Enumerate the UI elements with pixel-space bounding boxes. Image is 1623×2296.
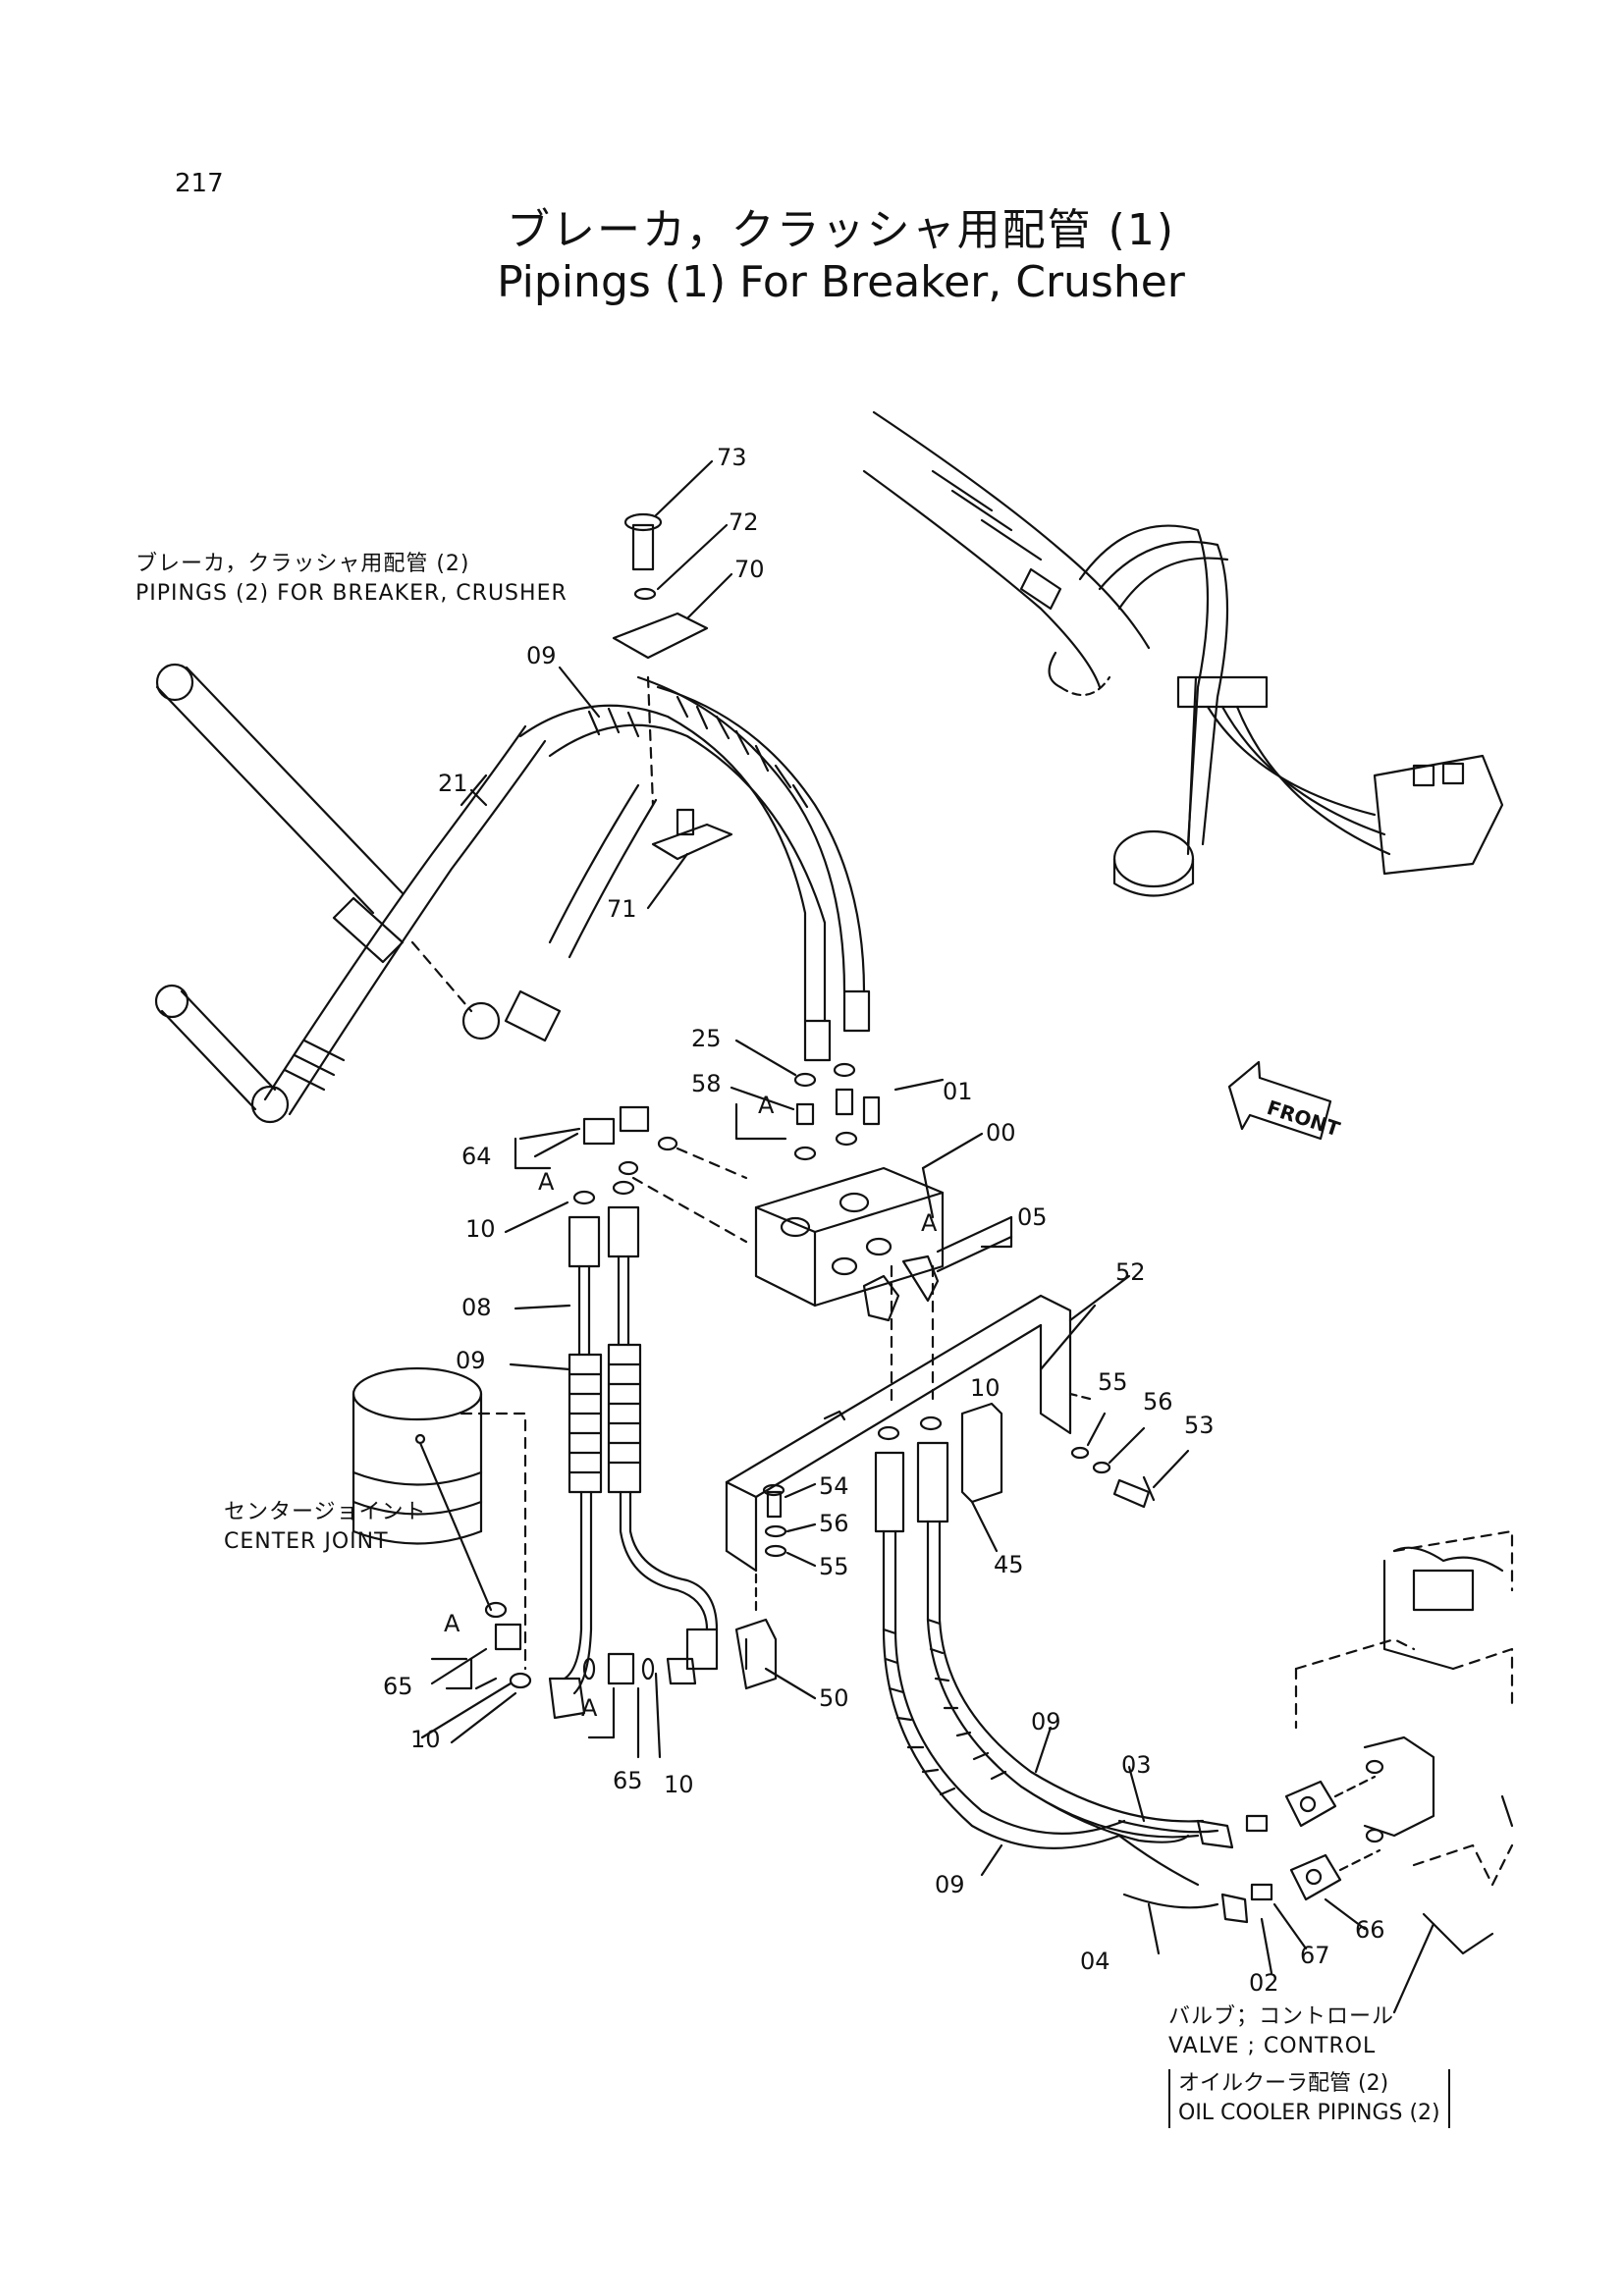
part-label-00: 00 <box>986 1119 1016 1147</box>
part-label-09-upper: 09 <box>526 642 557 669</box>
a-label-64: A <box>538 1168 555 1196</box>
part-label-55-left: 55 <box>819 1553 849 1580</box>
part-label-09-right: 09 <box>1031 1708 1061 1735</box>
ref-valve: バルブ；コントロール VALVE ; CONTROL <box>1168 2002 1394 2061</box>
part-label-71: 71 <box>607 895 637 923</box>
part-label-03: 03 <box>1121 1751 1152 1779</box>
part-label-09-bottom: 09 <box>935 1871 965 1898</box>
hose-08-09-left <box>548 1180 719 1720</box>
part-label-08: 08 <box>461 1294 492 1321</box>
part-label-64: 64 <box>461 1143 492 1170</box>
part-label-25: 25 <box>691 1025 722 1052</box>
hose-09-03-04-right <box>874 1264 1249 1955</box>
bracket-45 <box>960 1402 1003 1553</box>
fasteners-left <box>762 1482 817 1568</box>
page-number: 217 <box>175 169 224 198</box>
part-label-70: 70 <box>734 556 765 583</box>
part-label-66: 66 <box>1355 1916 1385 1944</box>
ref-oil-cooler-en: OIL COOLER PIPINGS (2) <box>1178 2101 1440 2125</box>
valve-block-00 <box>754 1166 945 1308</box>
part-label-73: 73 <box>717 444 747 471</box>
adapter-65-center <box>582 1652 697 1759</box>
fittings-64 <box>514 1105 748 1244</box>
leader-lines <box>420 459 984 1739</box>
flanges-66 <box>1245 1775 1381 1975</box>
part-label-05: 05 <box>1017 1203 1048 1231</box>
part-label-10-d: 10 <box>664 1771 694 1798</box>
left-arm-sketch <box>154 663 501 1124</box>
part-label-53: 53 <box>1184 1412 1215 1439</box>
part-label-72: 72 <box>729 508 759 536</box>
a-label-65-center: A <box>581 1694 598 1722</box>
hose-21 <box>263 724 547 1116</box>
bracket-52 <box>725 1274 1131 1573</box>
part-label-21: 21 <box>438 770 468 797</box>
ref-oil-cooler-jp: オイルクーラ配管 (2) <box>1178 2071 1389 2096</box>
part-label-10-a: 10 <box>465 1215 496 1243</box>
part-label-10-b: 10 <box>970 1374 1001 1402</box>
fittings-top <box>734 1062 945 1161</box>
front-arrow-icon <box>1227 1060 1332 1141</box>
center-joint <box>352 1366 527 1671</box>
part-label-50: 50 <box>819 1684 849 1712</box>
part-label-01: 01 <box>943 1078 973 1105</box>
ref-oil-cooler: オイルクーラ配管 (2) OIL COOLER PIPINGS (2) <box>1168 2069 1450 2128</box>
boom-arm-sketch <box>862 410 1504 897</box>
part-label-56-right: 56 <box>1143 1388 1173 1415</box>
page-title-en: Pipings (1) For Breaker, Crusher <box>497 257 1185 307</box>
hose-09-upper <box>504 675 871 1062</box>
part-label-02: 02 <box>1249 1969 1279 1997</box>
ref-pipings2-en: PIPINGS (2) FOR BREAKER, CRUSHER <box>135 581 568 606</box>
part-label-65-left: 65 <box>383 1673 413 1700</box>
clip-50 <box>734 1569 817 1700</box>
part-label-09-left: 09 <box>456 1347 486 1374</box>
part-label-55-right: 55 <box>1098 1368 1128 1396</box>
page-title-jp: ブレーカ，クラッシャ用配管 (1) <box>507 205 1175 255</box>
ref-pipings2: ブレーカ，クラッシャ用配管 (2) PIPINGS (2) FOR BREAKE… <box>135 550 568 609</box>
fasteners-right <box>1070 1412 1190 1509</box>
clamp-parts <box>612 512 733 861</box>
part-label-58: 58 <box>691 1070 722 1097</box>
part-label-65-center: 65 <box>613 1767 643 1794</box>
part-label-45: 45 <box>994 1551 1024 1578</box>
adapter-65-left <box>430 1601 532 1744</box>
part-label-54: 54 <box>819 1472 849 1500</box>
elbows-05 <box>862 1215 1013 1322</box>
ref-valve-en: VALVE ; CONTROL <box>1168 2034 1377 2058</box>
part-label-56-left: 56 <box>819 1510 849 1537</box>
control-valve-sketch <box>1294 1529 1514 2014</box>
ref-valve-jp: バルブ；コントロール <box>1168 2004 1395 2029</box>
a-label-65-left: A <box>444 1610 460 1637</box>
part-label-04: 04 <box>1080 1948 1110 1975</box>
ref-pipings2-jp: ブレーカ，クラッシャ用配管 (2) <box>135 552 470 576</box>
